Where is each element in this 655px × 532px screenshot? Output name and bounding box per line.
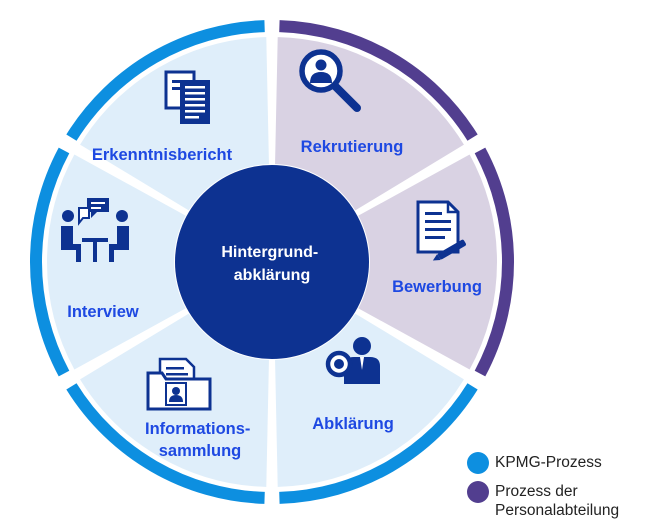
center-circle bbox=[175, 165, 369, 359]
icons-layer bbox=[61, 49, 466, 411]
kpmg-process-swatch bbox=[467, 452, 489, 474]
ring-arc-abklaerung bbox=[279, 383, 478, 504]
outer-ring-layer bbox=[29, 20, 515, 504]
segment-label-interview: Interview bbox=[67, 303, 139, 321]
legend-label-kpmg: KPMG-Prozess bbox=[495, 454, 602, 471]
document-pen-icon bbox=[416, 200, 466, 261]
ring-arc-erkenntnisbericht bbox=[66, 20, 265, 141]
segment-label-informationssammlung: Informations- sammlung bbox=[145, 420, 255, 460]
segment-labels: Rekrutierung Bewerbung Abklärung Informa… bbox=[67, 138, 482, 460]
ring-arc-bewerbung bbox=[474, 147, 515, 377]
hr-process-swatch bbox=[467, 481, 489, 503]
legend-item-kpmg: KPMG-Prozess bbox=[467, 452, 652, 474]
segment-label-bewerbung: Bewerbung bbox=[392, 278, 482, 296]
ring-arc-rekrutierung bbox=[279, 20, 478, 141]
folder-person-icon bbox=[146, 357, 212, 411]
investigator-icon bbox=[325, 337, 380, 384]
ring-arc-informationssammlung bbox=[66, 383, 265, 504]
segment-label-rekrutierung: Rekrutierung bbox=[301, 138, 404, 156]
segment-label-abklaerung: Abklärung bbox=[312, 415, 394, 433]
legend-label-hr: Prozess der Personalabteilung bbox=[495, 483, 620, 519]
report-documents-icon bbox=[164, 70, 210, 124]
ring-arc-interview bbox=[29, 147, 70, 377]
legend: KPMG-Prozess Prozess der Personalabteilu… bbox=[467, 452, 652, 527]
interview-icon bbox=[61, 198, 129, 262]
center-label: Hintergrund- abklärung bbox=[221, 244, 322, 284]
legend-item-hr: Prozess der Personalabteilung bbox=[467, 481, 652, 520]
magnifier-person-icon bbox=[299, 49, 361, 112]
segment-label-erkenntnisbericht: Erkenntnisbericht bbox=[92, 146, 233, 164]
